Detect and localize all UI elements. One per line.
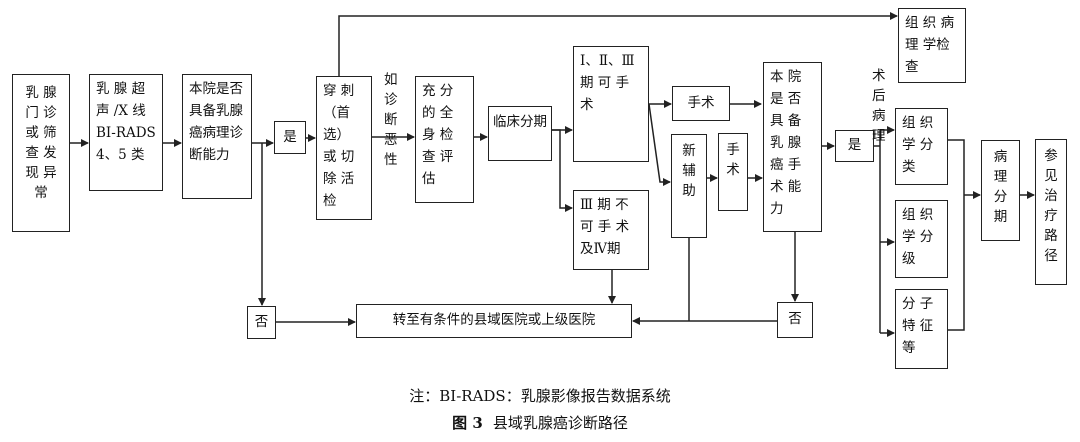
postop-pathology-label: 术 后 病 理 (872, 66, 890, 146)
postop-pathology-text: 术 后 病 理 (872, 68, 886, 144)
surgery-text-1: 手术 (687, 95, 715, 111)
yes-text-2: 是 (847, 137, 862, 153)
malignant-label: 如 诊 断 恶 性 (384, 70, 400, 170)
imaging-birads-box: 乳 腺 超 声 /X 线 BI-RADS 4、5 类 (89, 74, 163, 191)
molecular-features-box: 分 子 特 征 等 (895, 289, 948, 369)
inoperable-stage-text: Ⅲ 期 不 可 手 术 及Ⅳ期 (580, 197, 630, 257)
histological-type-box: 组 织 学 分 类 (895, 108, 948, 185)
figure-note: 注：BI-RADS：乳腺影像报告数据系统 (0, 385, 1080, 406)
treatment-pathway-box: 参 见 治 疗 路 径 (1035, 139, 1067, 285)
yes-text-1: 是 (283, 129, 297, 145)
neoadjuvant-box: 新 辅 助 (671, 134, 707, 238)
yes-box-1: 是 (274, 121, 306, 154)
abnormal-findings-text: 乳 腺 门 诊 或 筛 查 发 现 异 常 (25, 85, 57, 201)
surgery-capability-box: 本 院 是 否 具 备 乳 腺 癌 手 术 能 力 (763, 62, 822, 232)
figure-number: 图 3 (452, 414, 483, 432)
no-text-1: 否 (254, 314, 269, 330)
histological-grade-text: 组 织 学 分 级 (902, 207, 934, 267)
biopsy-text: 穿 刺 （首 选） 或 切 除 活 检 (323, 83, 355, 209)
clinical-staging-text: 临床分期 (493, 114, 547, 130)
figure-caption: 图 3 县域乳腺癌诊断路径 (0, 412, 1080, 433)
surgery-box-2: 手 术 (718, 133, 748, 211)
no-text-2: 否 (788, 311, 802, 327)
operable-stage-text: Ⅰ、Ⅱ、Ⅲ 期 可 手术 (580, 53, 635, 113)
figure-note-text: 注：BI-RADS：乳腺影像报告数据系统 (409, 387, 671, 405)
surgery-text-2: 手 术 (726, 142, 740, 178)
imaging-birads-text: 乳 腺 超 声 /X 线 BI-RADS 4、5 类 (96, 81, 156, 163)
surgery-box-1: 手术 (672, 86, 730, 121)
figure-title: 县域乳腺癌诊断路径 (492, 414, 628, 432)
histopathology-exam-text: 组 织 病 理 学检 查 (905, 15, 955, 75)
molecular-features-text: 分 子 特 征 等 (902, 296, 934, 356)
no-box-1: 否 (247, 306, 276, 339)
pathology-capability-text: 本院是否具备乳腺癌病理诊断能力 (189, 81, 243, 163)
systemic-evaluation-box: 充 分 的 全 身 检 查 评 估 (415, 76, 474, 203)
histological-grade-box: 组 织 学 分 级 (895, 200, 948, 278)
treatment-pathway-text: 参 见 治 疗 路 径 (1044, 148, 1058, 264)
yes-box-2: 是 (835, 130, 874, 162)
histological-type-text: 组 织 学 分 类 (902, 115, 934, 175)
abnormal-findings-box: 乳 腺 门 诊 或 筛 查 发 现 异 常 (12, 74, 70, 232)
no-box-2: 否 (777, 302, 813, 338)
transfer-text: 转至有条件的县域医院或上级医院 (392, 312, 596, 328)
inoperable-stage-box: Ⅲ 期 不 可 手 术 及Ⅳ期 (573, 190, 649, 270)
systemic-evaluation-text: 充 分 的 全 身 检 查 评 估 (422, 83, 454, 187)
operable-stage-box: Ⅰ、Ⅱ、Ⅲ 期 可 手术 (573, 46, 649, 162)
neoadjuvant-text: 新 辅 助 (682, 143, 696, 199)
histopathology-exam-box: 组 织 病 理 学检 查 (898, 8, 966, 83)
clinical-staging-box: 临床分期 (488, 106, 552, 161)
transfer-box: 转至有条件的县域医院或上级医院 (356, 304, 632, 338)
pathology-capability-box: 本院是否具备乳腺癌病理诊断能力 (182, 74, 252, 199)
malignant-label-text: 如 诊 断 恶 性 (384, 72, 398, 168)
pathological-staging-box: 病 理 分 期 (981, 140, 1020, 241)
surgery-capability-text: 本 院 是 否 具 备 乳 腺 癌 手 术 能 力 (770, 69, 802, 217)
biopsy-box: 穿 刺 （首 选） 或 切 除 活 检 (316, 76, 372, 220)
pathological-staging-text: 病 理 分 期 (993, 149, 1008, 225)
